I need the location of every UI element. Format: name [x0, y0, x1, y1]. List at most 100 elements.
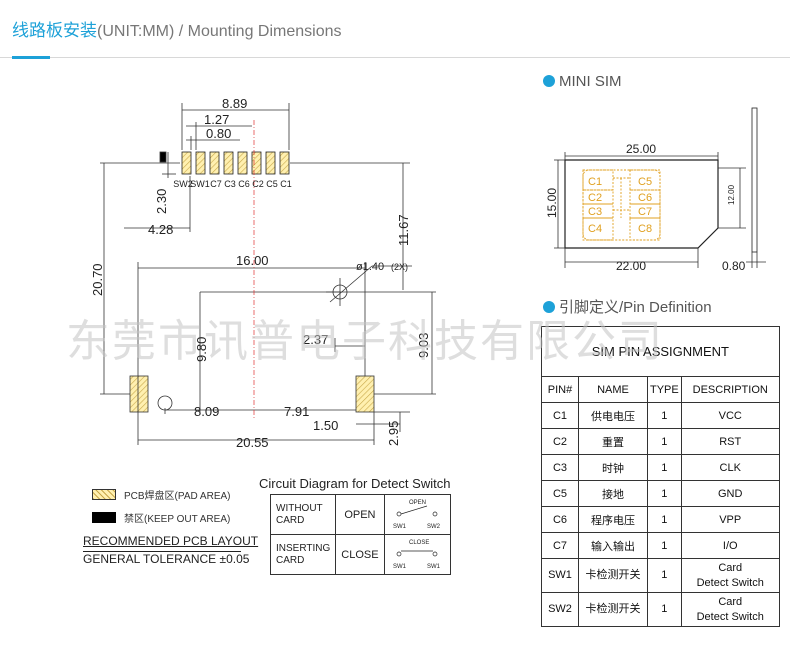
cell-description: GND [680, 480, 780, 507]
pin-label-c6: C6 [238, 179, 250, 189]
sim-dim-inner-height: 12.00 [727, 184, 736, 205]
cell-name: 输入输出 [578, 532, 648, 559]
dim-8-89: 8.89 [222, 96, 247, 111]
dim-9-03: 9.03 [416, 333, 431, 358]
pin-label-sw2: SW2 [173, 179, 193, 189]
tolerance-note: GENERAL TOLERANCE ±0.05 [83, 552, 250, 566]
switch-open-sw2: SW2 [427, 524, 441, 530]
sim-contact-c8: C8 [638, 223, 652, 235]
dim-1-27: 1.27 [204, 112, 229, 127]
header-title-cn: 线路板安装 [12, 21, 97, 40]
desc-line-2: Detect Switch [696, 576, 764, 589]
cell-description: CLK [680, 454, 780, 481]
pin-table-header: PIN# NAME TYPE DESCRIPTION [541, 376, 780, 403]
dim-11-67: 11.67 [396, 214, 411, 246]
desc-line-1: Card [718, 561, 743, 574]
sim-contact-c4: C4 [588, 223, 602, 235]
dim-hole-diameter: ø1.40 [356, 261, 384, 273]
sim-dim-bottom-width: 22.00 [616, 259, 646, 273]
table-row: C6 程序电压 1 VPP [541, 506, 780, 533]
legend-pad-area: PCB焊盘区(PAD AREA) [92, 487, 231, 502]
circuit-case: WITHOUT CARD [269, 494, 337, 535]
cell-pin: SW2 [541, 592, 579, 627]
keep-out-strip [159, 151, 167, 163]
pin-label-c1: C1 [280, 179, 292, 189]
sim-dim-width: 25.00 [626, 142, 656, 156]
dim-0-80: 0.80 [206, 126, 231, 141]
side-pad-right [355, 375, 375, 413]
cell-name: 供电电压 [578, 402, 648, 429]
col-name: NAME [578, 376, 648, 403]
table-row: C7 输入输出 1 I/O [541, 532, 780, 559]
bullet-dot [543, 301, 555, 313]
keep-out-swatch [92, 512, 116, 523]
circuit-state: CLOSE [335, 534, 385, 575]
pin-pads [181, 151, 290, 175]
dim-8-09: 8.09 [194, 404, 219, 419]
switch-open-sw1: SW1 [393, 524, 407, 530]
legend-keep-out-text: 禁区(KEEP OUT AREA) [124, 514, 231, 525]
mini-sim-title-text: MINI SIM [559, 73, 622, 90]
legend-pad-area-text: PCB焊盘区(PAD AREA) [124, 491, 231, 502]
dim-2-37: 2.37 [303, 332, 328, 347]
dim-9-80: 9.80 [194, 337, 209, 362]
header-accent-bar [12, 56, 50, 59]
pad-area-swatch [92, 489, 116, 500]
pad-c5 [265, 151, 276, 175]
sim-contact-c3: C3 [588, 206, 602, 218]
cell-name: 卡检测开关 [578, 592, 648, 627]
cell-type: 1 [647, 402, 682, 429]
pad-c3 [223, 151, 234, 175]
mini-sim-outline [564, 159, 719, 249]
cell-name: 卡检测开关 [578, 558, 648, 593]
cell-pin: C6 [541, 506, 579, 533]
sim-contact-c6: C6 [638, 192, 652, 204]
pad-sw1 [195, 151, 206, 175]
cell-description: VPP [680, 506, 780, 533]
switch-close-diagram: CLOSE SW1 SW1 [383, 534, 451, 575]
circuit-row-open: WITHOUT CARD OPEN OPEN SW1 SW2 [269, 494, 451, 535]
pad-sw2 [181, 151, 192, 175]
pin-definition-title-text: 引脚定义/Pin Definition [559, 299, 712, 316]
cell-type: 1 [647, 428, 682, 455]
dim-hole-qty: (2X) [391, 262, 408, 272]
pin-label-c7: C7 [210, 179, 222, 189]
sim-dim-height: 15.00 [545, 188, 559, 218]
cell-name: 时钟 [578, 454, 648, 481]
col-pin: PIN# [541, 376, 579, 403]
pad-c6 [237, 151, 248, 175]
page-header: 线路板安装(UNIT:MM) / Mounting Dimensions [12, 16, 342, 41]
pin-label-c3: C3 [224, 179, 236, 189]
dim-2-30: 2.30 [154, 189, 169, 214]
cell-name: 接地 [578, 480, 648, 507]
dim-16-00: 16.00 [236, 253, 269, 268]
switch-close-sw1: SW1 [393, 564, 407, 570]
legend-keep-out: 禁区(KEEP OUT AREA) [92, 510, 230, 525]
cell-pin: C5 [541, 480, 579, 507]
cell-type: 1 [647, 480, 682, 507]
cell-type: 1 [647, 558, 682, 593]
cell-pin: SW1 [541, 558, 579, 593]
recommended-layout-note: RECOMMENDED PCB LAYOUT [83, 534, 259, 548]
sim-contact-c2: C2 [588, 192, 602, 204]
switch-close-sw2: SW1 [427, 564, 441, 570]
table-row: C3 时钟 1 CLK [541, 454, 780, 481]
dim-2-95: 2.95 [386, 421, 401, 446]
mini-sim-side-view [751, 107, 758, 253]
pin-definition-title: 引脚定义/Pin Definition [543, 296, 712, 317]
cell-type: 1 [647, 532, 682, 559]
table-row: C1 供电电压 1 VCC [541, 402, 780, 429]
pin-table-title: SIM PIN ASSIGNMENT [541, 326, 780, 377]
table-row: C5 接地 1 GND [541, 480, 780, 507]
cell-description: VCC [680, 402, 780, 429]
pad-c7 [209, 151, 220, 175]
sim-dim-thickness: 0.80 [722, 259, 746, 273]
cell-pin: C1 [541, 402, 579, 429]
cell-pin: C7 [541, 532, 579, 559]
col-description: DESCRIPTION [680, 376, 780, 403]
pin-label-sw1: SW1 [190, 179, 210, 189]
circuit-diagram-table: WITHOUT CARD OPEN OPEN SW1 SW2 INSERTING… [269, 494, 451, 575]
